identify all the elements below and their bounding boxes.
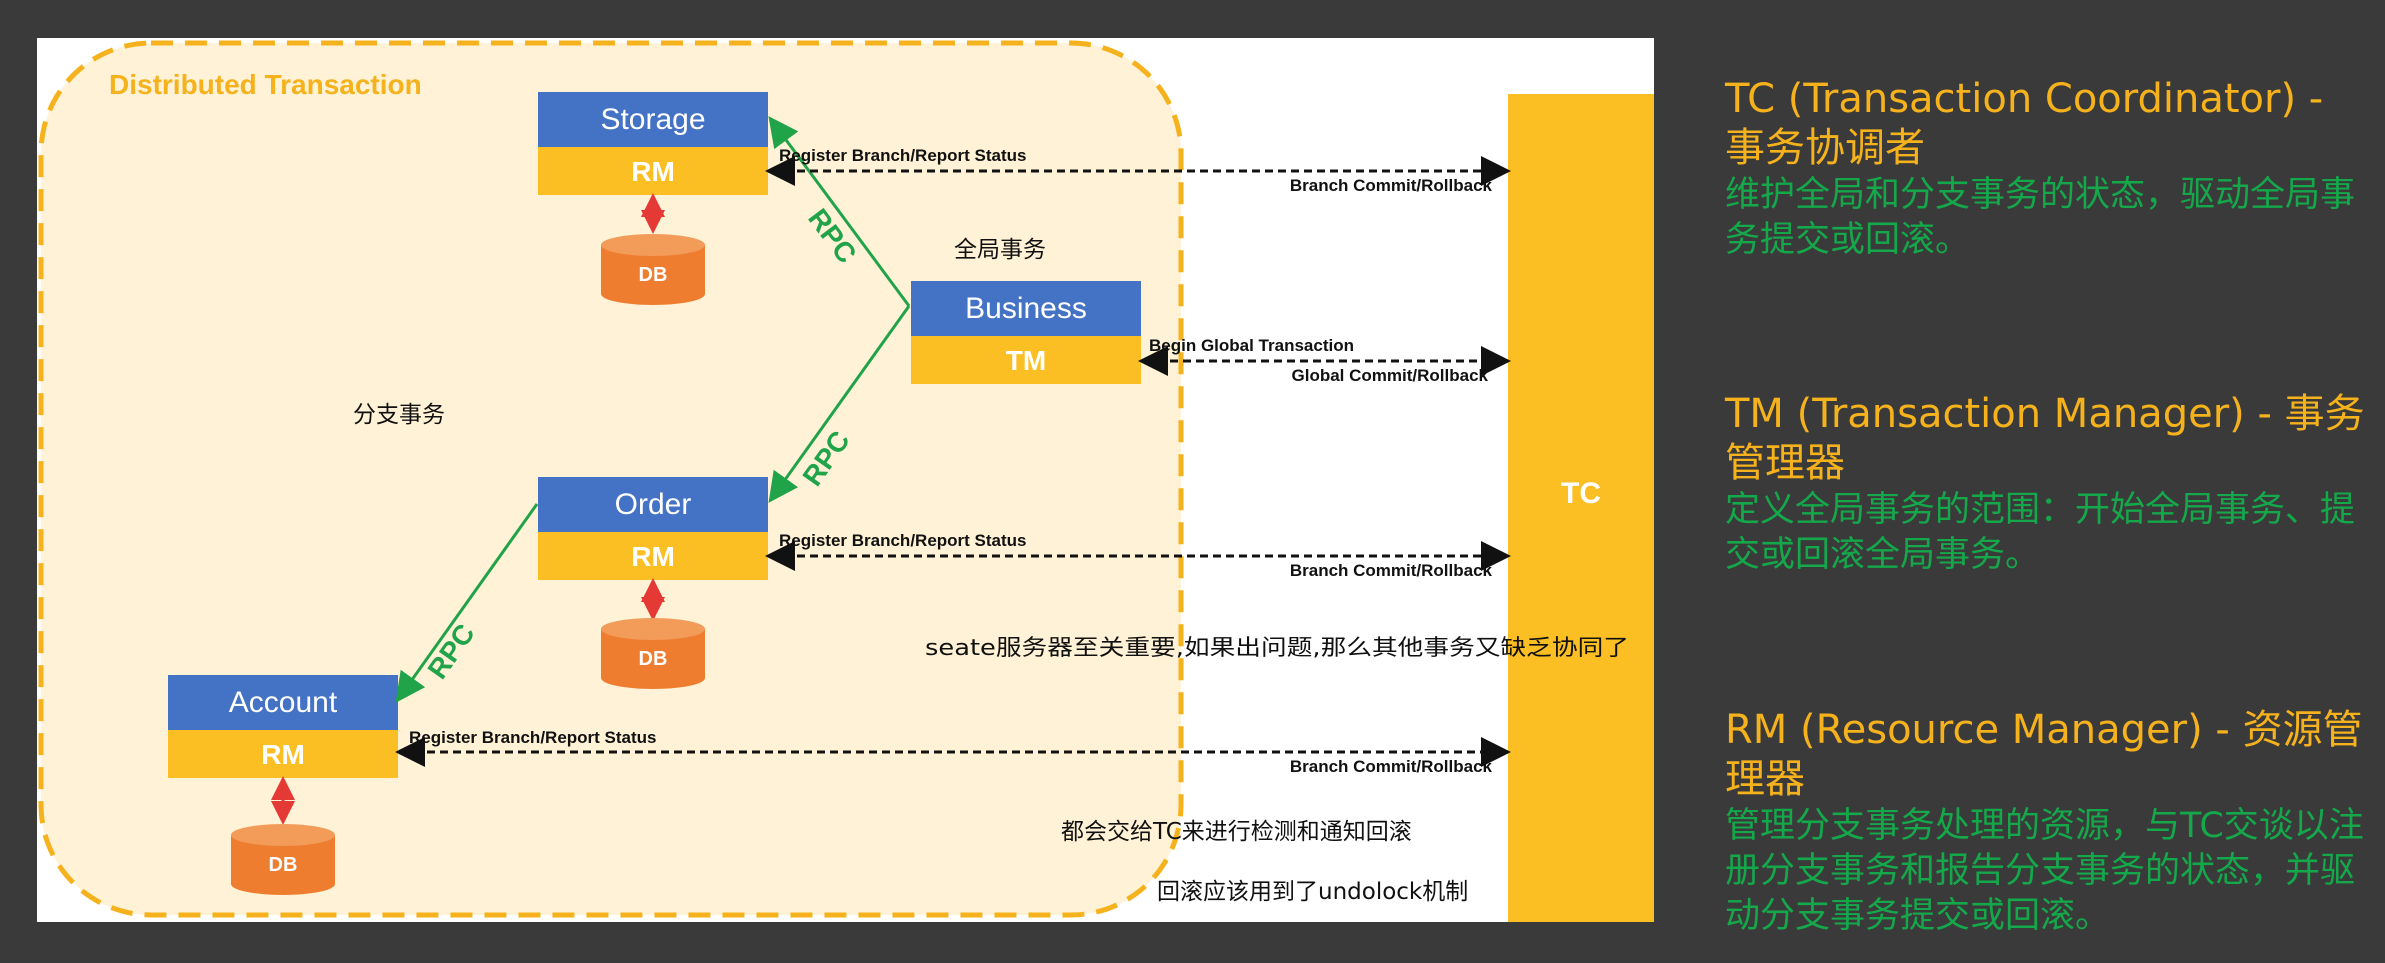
storage-box — [538, 92, 768, 147]
order-label: Order — [615, 488, 692, 521]
account-db-icon: DB — [231, 824, 335, 895]
tm-definition-title: TM (Transaction Manager) - 事务管理器 — [1725, 391, 2365, 486]
rm-description-block: RM (Resource Manager) - 资源管理器 管理分支事务处理的资… — [1725, 706, 2365, 939]
undolock-note: 回滚应该用到了undolock机制 — [1157, 879, 1468, 905]
storage-branch-commit-label: Branch Commit/Rollback — [1290, 176, 1493, 195]
tc-definition-desc: 维护全局和分支事务的状态，驱动全局事务提交或回滚。 — [1725, 175, 2356, 260]
tc-box — [1508, 94, 1654, 922]
rm-definition-desc: 管理分支事务处理的资源，与TC交谈以注册分支事务和报告分支事务的状态，并驱动分支… — [1725, 806, 2364, 936]
begin-global-label: Begin Global Transaction — [1149, 336, 1354, 355]
storage-register-label: Register Branch/Report Status — [779, 146, 1027, 165]
account-branch-commit-label: Branch Commit/Rollback — [1290, 757, 1493, 776]
storage-db-icon: DB — [601, 234, 705, 305]
business-box — [911, 281, 1141, 336]
business-tm-box — [911, 336, 1141, 384]
storage-label: Storage — [600, 103, 705, 136]
global-transaction-note: 全局事务 — [954, 237, 1046, 263]
order-rm-box — [538, 532, 768, 580]
branch-transaction-note: 分支事务 — [353, 402, 445, 428]
rpc-arrow-business-order — [768, 305, 911, 503]
order-db-label: DB — [639, 648, 668, 670]
tm-description-block: TM (Transaction Manager) - 事务管理器 定义全局事务的… — [1725, 390, 2365, 578]
order-rm-label: RM — [631, 541, 675, 572]
account-rm-label: RM — [261, 739, 305, 770]
order-register-label: Register Branch/Report Status — [779, 531, 1027, 550]
order-box — [538, 477, 768, 532]
account-db-label: DB — [269, 854, 298, 876]
account-node: Account RM — [168, 675, 398, 778]
order-branch-commit-label: Branch Commit/Rollback — [1290, 561, 1493, 580]
account-register-label: Register Branch/Report Status — [409, 728, 657, 747]
tc-definition-title: TC (Transaction Coordinator) - 事务协调者 — [1725, 76, 2324, 171]
rpc-arrow-business-storage — [768, 116, 911, 307]
rm-definition-title: RM (Resource Manager) - 资源管理器 — [1725, 707, 2363, 802]
business-tm-label: TM — [1006, 345, 1046, 376]
tc-description-block: TC (Transaction Coordinator) - 事务协调者 维护全… — [1725, 75, 2365, 263]
storage-node: Storage RM — [538, 92, 768, 195]
order-db-icon: DB — [601, 618, 705, 689]
rpc-arrow-order-account — [395, 503, 539, 703]
order-node: Order RM — [538, 477, 768, 580]
storage-db-label: DB — [639, 264, 668, 286]
seate-server-note: seate服务器至关重要,如果出问题,那么其他事务又缺乏协同了 — [925, 636, 1629, 661]
account-label: Account — [229, 686, 338, 719]
diagram-panel: Distributed Transaction TC Storage RM DB… — [37, 38, 1654, 922]
tc-detect-note: 都会交给TC来进行检测和通知回滚 — [1061, 819, 1412, 845]
business-label: Business — [965, 292, 1087, 325]
tm-definition-desc: 定义全局事务的范围：开始全局事务、提交或回滚全局事务。 — [1725, 490, 2356, 575]
storage-rm-label: RM — [631, 156, 675, 187]
architecture-diagram: Distributed Transaction TC Storage RM DB… — [38, 40, 1654, 922]
global-commit-label: Global Commit/Rollback — [1292, 366, 1489, 385]
account-rm-box — [168, 730, 398, 778]
region-title: Distributed Transaction — [109, 69, 422, 100]
tc-label: TC — [1561, 477, 1601, 510]
business-node: Business TM — [911, 281, 1141, 384]
account-box — [168, 675, 398, 730]
storage-rm-box — [538, 147, 768, 195]
